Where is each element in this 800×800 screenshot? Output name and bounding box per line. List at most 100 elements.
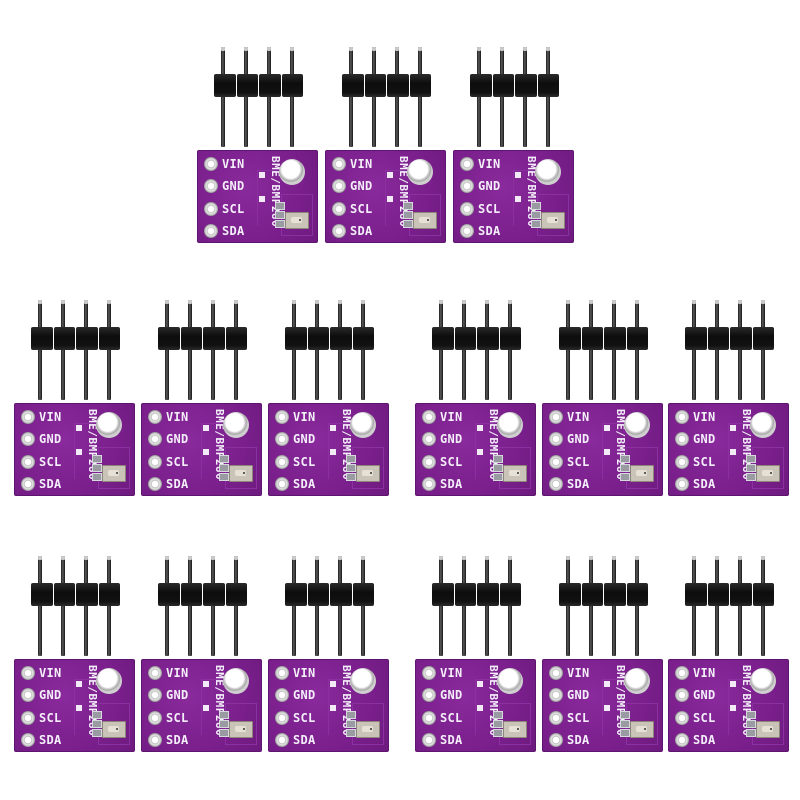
label-scl: SCL <box>350 202 373 216</box>
pin-header <box>342 47 431 149</box>
pad-sda <box>148 733 162 747</box>
pad-gnd <box>275 432 289 446</box>
pin-header <box>559 300 648 402</box>
header-pin <box>546 47 550 147</box>
header-pin <box>566 556 570 656</box>
pad-sda <box>422 477 436 491</box>
header-pin <box>338 300 342 400</box>
label-gnd: GND <box>693 432 716 446</box>
label-gnd: GND <box>39 432 62 446</box>
header-pin <box>221 47 225 147</box>
label-sda: SDA <box>567 477 590 491</box>
pad-gnd <box>460 179 474 193</box>
silkscreen-square <box>203 425 209 431</box>
pin-header <box>432 300 521 402</box>
label-vin: VIN <box>567 410 590 424</box>
header-pin <box>361 300 365 400</box>
silkscreen-square <box>477 681 483 687</box>
label-gnd: GND <box>293 688 316 702</box>
label-vin: VIN <box>693 410 716 424</box>
header-plastic-block <box>214 74 303 97</box>
pin-header <box>685 556 774 658</box>
sensor-module: VIN GND SCL SDA BME/BMP280 <box>668 556 789 756</box>
sensor-chip <box>413 212 437 229</box>
sensor-chip <box>102 721 126 738</box>
label-gnd: GND <box>222 179 245 193</box>
pad-sda <box>549 733 563 747</box>
pad-scl <box>148 711 162 725</box>
label-gnd: GND <box>440 688 463 702</box>
header-pin <box>761 556 765 656</box>
silkscreen-square <box>604 681 610 687</box>
mounting-hole <box>279 159 305 185</box>
mounting-hole <box>223 668 249 694</box>
label-scl: SCL <box>567 455 590 469</box>
header-pin <box>107 300 111 400</box>
smd-component <box>219 729 229 737</box>
header-pin <box>211 556 215 656</box>
sensor-module: VIN GND SCL SDA BME/BMP280 <box>415 300 536 500</box>
header-pin <box>692 556 696 656</box>
pin-header <box>285 556 374 658</box>
pad-sda <box>675 733 689 747</box>
pad-vin <box>460 157 474 171</box>
label-sda: SDA <box>222 224 245 238</box>
sensor-chip <box>503 721 527 738</box>
label-sda: SDA <box>166 477 189 491</box>
header-plastic-block <box>470 74 559 97</box>
pad-gnd <box>21 688 35 702</box>
pin-header <box>432 556 521 658</box>
pad-sda <box>422 733 436 747</box>
header-pin <box>38 300 42 400</box>
pad-vin <box>148 410 162 424</box>
smd-component <box>92 455 102 463</box>
pcb-board: VIN GND SCL SDA BME/BMP280 <box>542 403 663 496</box>
smd-component <box>346 720 356 728</box>
label-gnd: GND <box>440 432 463 446</box>
smd-component <box>346 711 356 719</box>
label-sda: SDA <box>166 733 189 747</box>
silkscreen-square <box>76 449 82 455</box>
header-pin <box>234 556 238 656</box>
sensor-module: VIN GND SCL SDA BME/BMP280 <box>268 300 389 500</box>
pad-scl <box>21 711 35 725</box>
smd-component <box>493 729 503 737</box>
smd-component <box>403 211 413 219</box>
header-pin <box>612 556 616 656</box>
header-plastic-block <box>685 327 774 350</box>
label-scl: SCL <box>440 455 463 469</box>
label-vin: VIN <box>567 666 590 680</box>
label-sda: SDA <box>693 477 716 491</box>
pad-gnd <box>204 179 218 193</box>
header-pin <box>107 556 111 656</box>
header-pin <box>61 556 65 656</box>
pcb-board: VIN GND SCL SDA BME/BMP280 <box>268 659 389 752</box>
pin-header <box>158 556 247 658</box>
label-vin: VIN <box>293 410 316 424</box>
pad-vin <box>422 410 436 424</box>
smd-component <box>92 720 102 728</box>
label-sda: SDA <box>478 224 501 238</box>
smd-component <box>746 729 756 737</box>
label-scl: SCL <box>166 455 189 469</box>
label-gnd: GND <box>166 432 189 446</box>
pad-gnd <box>422 688 436 702</box>
label-vin: VIN <box>350 157 373 171</box>
label-vin: VIN <box>39 410 62 424</box>
pad-scl <box>549 455 563 469</box>
header-pin <box>418 47 422 147</box>
smd-component <box>620 720 630 728</box>
header-plastic-block <box>559 583 648 606</box>
header-pin <box>315 300 319 400</box>
pcb-board: VIN GND SCL SDA BME/BMP280 <box>453 150 574 243</box>
pcb-board: VIN GND SCL SDA BME/BMP280 <box>268 403 389 496</box>
sensor-module: VIN GND SCL SDA BME/BMP280 <box>453 47 574 247</box>
label-scl: SCL <box>293 711 316 725</box>
smd-component <box>275 202 285 210</box>
header-pin <box>462 300 466 400</box>
header-pin <box>485 300 489 400</box>
pcb-board: VIN GND SCL SDA BME/BMP280 <box>14 659 135 752</box>
silkscreen-square <box>259 196 265 202</box>
pad-gnd <box>332 179 346 193</box>
pad-vin <box>148 666 162 680</box>
